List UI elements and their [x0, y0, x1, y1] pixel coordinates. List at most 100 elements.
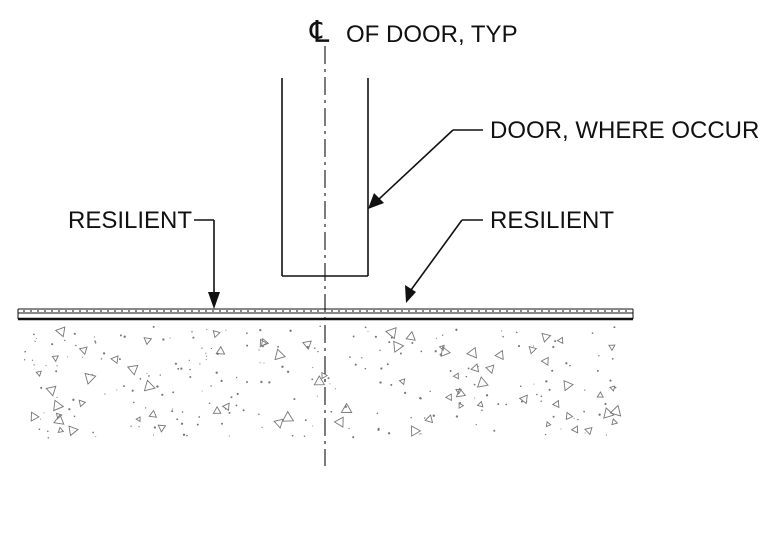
aggregate-dot: [560, 428, 562, 430]
aggregate-dot: [228, 435, 230, 437]
aggregate-dot: [201, 390, 203, 392]
aggregate-dot: [304, 419, 307, 422]
aggregate-triangle: [215, 345, 226, 355]
aggregate-dot: [449, 370, 452, 372]
aggregate-dot: [423, 417, 426, 419]
aggregate-dot: [116, 389, 118, 391]
aggregate-dot: [186, 434, 188, 437]
aggregate-dot: [584, 432, 586, 434]
aggregate-dot: [188, 359, 190, 362]
aggregate-dot: [374, 335, 377, 338]
aggregate-triangle: [135, 416, 141, 423]
aggregate-triangle: [313, 375, 326, 386]
aggregate-dot: [148, 375, 150, 377]
aggregate-triangle: [455, 388, 462, 395]
aggregate-dot: [205, 352, 207, 354]
aggregate-dot: [39, 418, 41, 420]
aggregate-dot: [144, 407, 147, 409]
aggregate-dot: [613, 326, 616, 329]
aggregate-dot: [47, 436, 50, 439]
aggregate-dot: [312, 425, 314, 427]
aggregate-dot: [455, 328, 458, 331]
aggregate-triangle: [452, 372, 459, 380]
aggregate-dot: [551, 369, 554, 372]
aggregate-dot: [130, 425, 132, 427]
aggregate-dot: [235, 376, 238, 379]
aggregate-dot: [535, 393, 538, 396]
aggregate-dot: [329, 383, 331, 385]
aggregate-triangle: [545, 421, 552, 428]
aggregate-dot: [604, 402, 607, 406]
aggregate-triangle: [455, 387, 467, 398]
aggregate-triangle: [608, 344, 616, 352]
aggregate-dot: [191, 331, 193, 333]
aggregate-dot: [152, 434, 155, 436]
aggregate-triangle: [438, 344, 445, 352]
aggregate-triangle: [540, 356, 549, 366]
aggregate-dot: [181, 411, 184, 413]
aggregate-dot: [159, 374, 161, 376]
aggregate-dot: [352, 436, 355, 439]
aggregate-dot: [38, 428, 41, 431]
aggregate-dot: [122, 385, 125, 388]
aggregate-dot: [228, 411, 231, 414]
aggregate-dot: [196, 423, 199, 426]
aggregate-dot: [548, 388, 551, 391]
aggregate-dot: [502, 335, 504, 338]
aggregate-triangle: [609, 404, 622, 417]
aggregate-dot: [377, 427, 380, 430]
aggregate-dot: [210, 385, 212, 387]
aggregate-triangle: [424, 414, 434, 424]
aggregate-dot: [376, 412, 379, 415]
aggregate-dot: [201, 347, 203, 349]
aggregate-dot: [172, 408, 174, 410]
aggregate-dot: [533, 383, 535, 385]
aggregate-dot: [215, 371, 218, 374]
aggregate-dot: [611, 358, 614, 360]
aggregate-dot: [583, 410, 585, 413]
aggregate-dot: [43, 412, 45, 414]
aggregate-triangle: [603, 407, 615, 419]
aggregate-dot: [119, 334, 122, 337]
aggregate-dot: [171, 410, 174, 413]
aggregate-triangle: [551, 399, 560, 409]
aggregate-dot: [609, 379, 612, 382]
aggregate-dot: [420, 350, 423, 353]
aggregate-triangle: [541, 332, 552, 343]
aggregate-dot: [565, 362, 568, 365]
aggregate-dot: [473, 383, 476, 386]
aggregate-dot: [311, 378, 314, 381]
aggregate-triangle: [212, 405, 222, 414]
aggregate-triangle: [444, 393, 452, 402]
aggregate-dot: [573, 417, 575, 419]
aggregate-triangle: [55, 412, 63, 420]
aggregate-triangle: [333, 416, 344, 428]
aggregate-dot: [435, 337, 437, 339]
aggregate-dot: [434, 350, 437, 353]
resilient-left-callout: RESILIENT: [68, 207, 220, 309]
aggregate-triangle: [565, 411, 574, 421]
aggregate-dot: [532, 345, 534, 347]
aggregate-dot: [327, 377, 330, 380]
aggregate-dot: [411, 342, 414, 344]
aggregate-dot: [286, 370, 290, 373]
aggregate-dot: [258, 413, 260, 416]
aggregate-dot: [94, 340, 96, 343]
aggregate-dot: [138, 426, 140, 428]
aggregate-dot: [177, 367, 180, 370]
aggregate-triangle: [570, 425, 579, 434]
aggregate-triangle: [518, 394, 528, 405]
aggregate-dot: [614, 386, 617, 389]
aggregate-dot: [258, 349, 260, 351]
aggregate-triangle: [440, 345, 451, 358]
aggregate-dot: [313, 347, 316, 350]
aggregate-dot: [118, 358, 121, 361]
aggregate-dot: [552, 415, 555, 418]
aggregate-triangle: [54, 326, 66, 338]
aggregate-dot: [364, 367, 367, 370]
aggregate-dot: [220, 379, 223, 382]
aggregate-dot: [230, 396, 233, 399]
aggregate-triangle: [30, 411, 40, 422]
aggregate-dot: [199, 363, 201, 365]
aggregate-triangle: [35, 370, 42, 377]
